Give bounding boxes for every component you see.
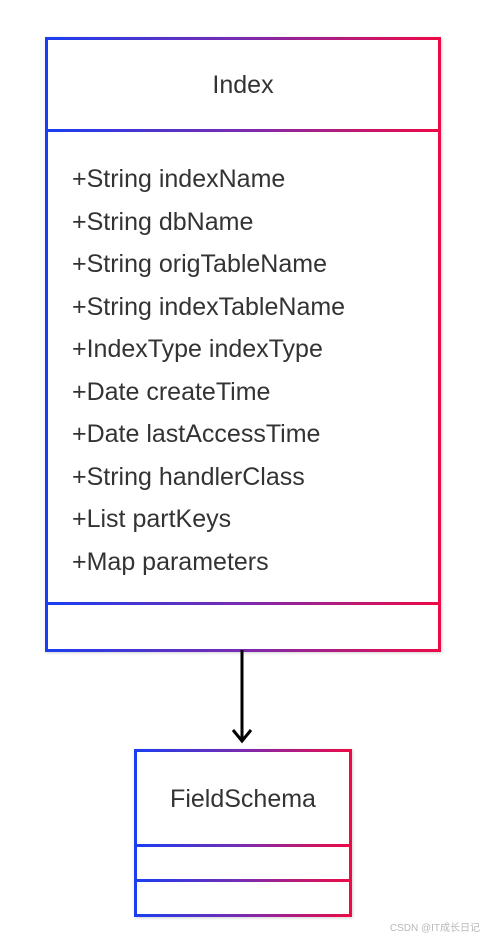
attribute-list: +String indexName +String dbName +String…	[72, 158, 345, 583]
class-box-fieldschema: FieldSchema	[134, 749, 352, 917]
attribute-item: +Map parameters	[72, 547, 269, 576]
class-divider	[48, 602, 438, 605]
class-divider	[48, 129, 438, 132]
attribute-item: +Date createTime	[72, 377, 271, 406]
attribute-item: +List partKeys	[72, 505, 232, 533]
association-arrow	[231, 650, 253, 744]
class-title-index: Index	[212, 70, 274, 99]
attribute-item: +String dbName	[72, 207, 254, 236]
attribute-item: +String indexTableName	[72, 292, 346, 321]
arrow-head-icon	[231, 729, 253, 744]
attribute-item: +String handlerClass	[72, 462, 305, 491]
attribute-item: +IndexType indexType	[72, 335, 323, 363]
class-title-fieldschema: FieldSchema	[170, 784, 316, 813]
attribute-item: +String origTableName	[72, 250, 327, 278]
class-box-index: Index +String indexName +String dbName +…	[45, 37, 441, 652]
watermark: CSDN @IT成长日记	[389, 923, 480, 934]
class-divider	[137, 879, 349, 882]
attribute-item: +Date lastAccessTime	[72, 420, 321, 448]
class-divider	[137, 844, 349, 847]
attribute-item: +String indexName	[72, 165, 286, 193]
